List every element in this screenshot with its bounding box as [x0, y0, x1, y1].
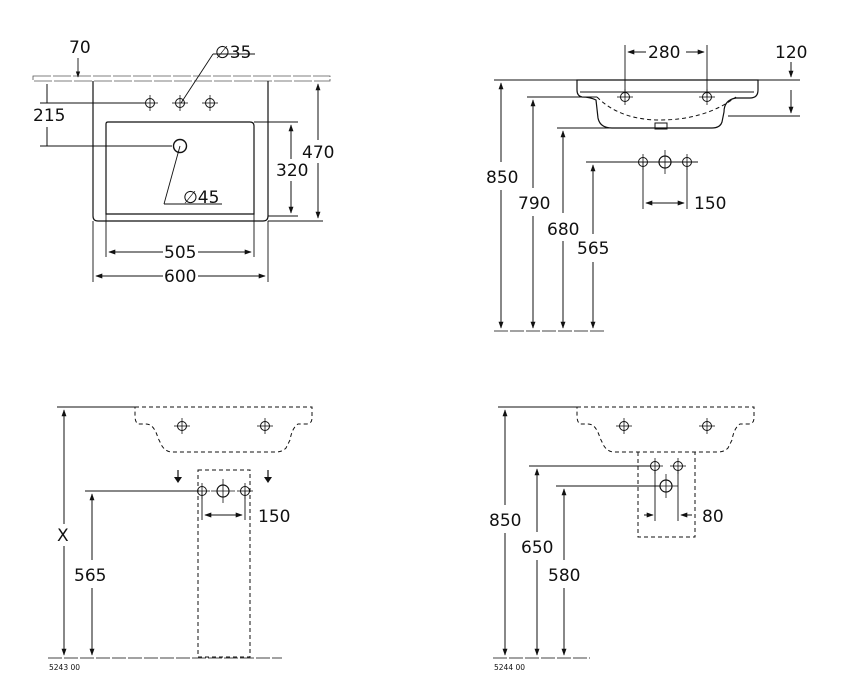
- dim-320: 320: [276, 161, 308, 181]
- dim-470: 470: [302, 143, 334, 163]
- side-view: 280 120 850 790 680 565: [486, 43, 807, 332]
- tap-hole-icon: [698, 417, 716, 435]
- tap-hole-icon: [173, 417, 191, 435]
- semipedestal-view: 850 650 580 80 5244 00: [489, 406, 755, 672]
- dim-650: 650: [521, 538, 553, 558]
- basin-section: [576, 79, 759, 129]
- drawing-code: 5244 00: [494, 663, 525, 672]
- arrow-down-icon: [264, 470, 272, 483]
- drawing-code: 5243 00: [49, 663, 80, 672]
- dim-850: 850: [489, 511, 521, 531]
- pedestal-dashed: [197, 469, 251, 658]
- semipedestal-dashed: [637, 452, 696, 538]
- basin-inner: [596, 96, 737, 121]
- dim-215: 215: [33, 106, 65, 126]
- dim-120: 120: [775, 43, 807, 63]
- dim-680: 680: [547, 220, 579, 240]
- tap-hole-icon: [256, 417, 274, 435]
- dim-850: 850: [486, 168, 518, 188]
- drain-icon: [653, 150, 677, 174]
- top-view: 70 215 ∅35 ∅45 320 470 505: [32, 38, 334, 287]
- dim-150: 150: [258, 507, 290, 527]
- basin-outline: [92, 81, 269, 222]
- tap-hole-icon: [615, 417, 633, 435]
- dim-dia45: ∅45: [183, 188, 219, 208]
- dim-565: 565: [577, 239, 609, 259]
- wall-line: [32, 75, 331, 82]
- dim-505: 505: [164, 243, 196, 263]
- dim-80: 80: [702, 507, 724, 527]
- dim-x: X: [57, 526, 69, 546]
- tap-hole-icon: [201, 94, 219, 112]
- dim-565: 565: [74, 566, 106, 586]
- basin-dashed: [134, 406, 313, 453]
- arrow-down-icon: [174, 470, 182, 483]
- pedestal-view: X 565 150 5243 00: [48, 406, 313, 672]
- dim-790: 790: [518, 194, 550, 214]
- dim-580: 580: [548, 566, 580, 586]
- dim-dia35: ∅35: [215, 43, 251, 63]
- dim-150: 150: [694, 194, 726, 214]
- basin-dashed: [576, 406, 755, 453]
- dim-600: 600: [164, 267, 196, 287]
- dim-70: 70: [69, 38, 91, 58]
- dim-280: 280: [648, 43, 680, 63]
- tap-hole-icon: [171, 94, 189, 112]
- drain-icon: [172, 138, 188, 154]
- overflow: [654, 122, 668, 130]
- drain-icon: [211, 479, 235, 503]
- bowl-outline: [105, 121, 255, 215]
